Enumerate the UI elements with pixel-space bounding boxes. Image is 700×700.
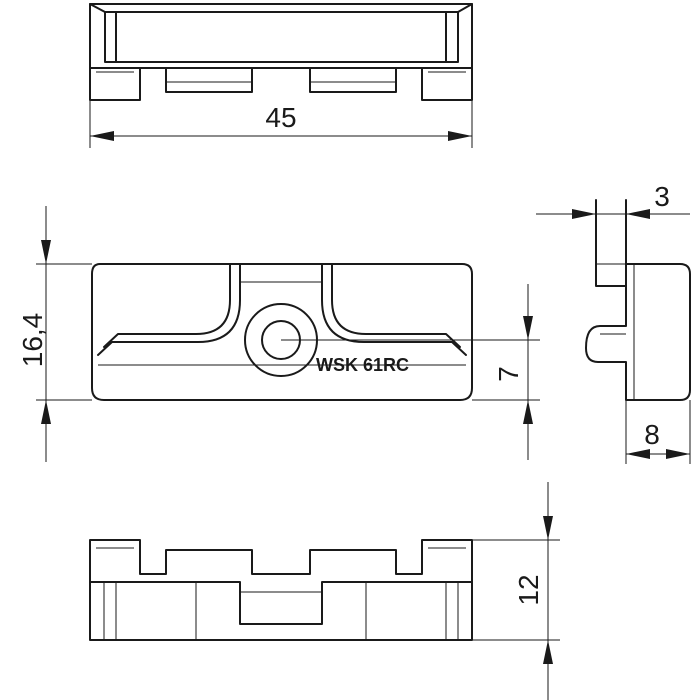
part-label: WSK 61RC [316, 355, 409, 375]
bottom-view: 12 [89, 482, 560, 700]
side-view: 3 8 [536, 181, 691, 464]
dimension-hole-offset: 7 [493, 366, 524, 382]
dimension-length: 45 [265, 102, 296, 133]
dimension-height: 16,4 [17, 313, 48, 368]
top-view: 45 [89, 3, 473, 148]
dimension-total-height: 12 [513, 574, 544, 605]
front-view: WSK 61RC 16,4 7 [17, 206, 540, 462]
dimension-tab-width: 3 [654, 181, 670, 212]
dimension-depth: 8 [644, 419, 660, 450]
